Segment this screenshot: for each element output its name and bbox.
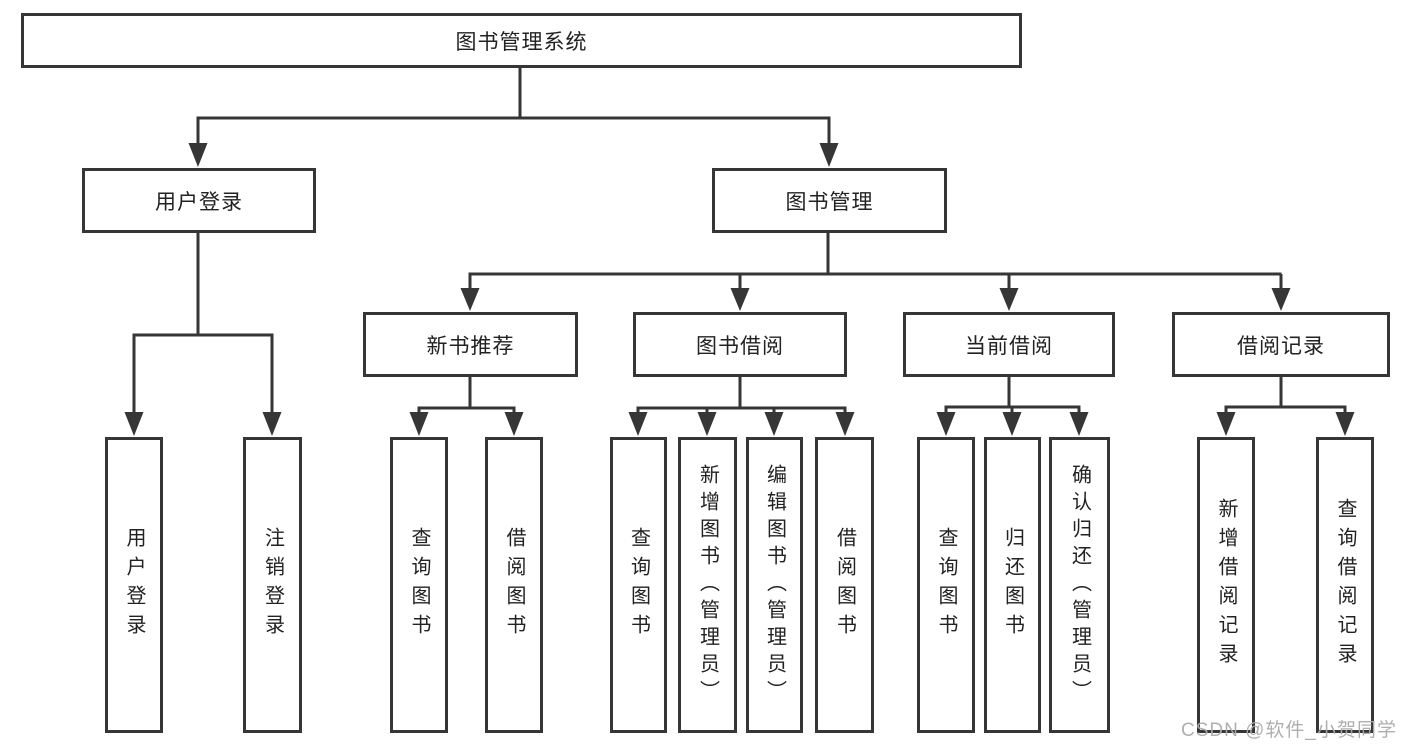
node-borrow-record-label: 借阅记录 [1237,334,1325,358]
arrowhead [504,412,524,436]
leaf-record-add-label: 新增借阅记录 [1215,498,1237,672]
arrowhead [1271,288,1291,311]
arrowhead [262,412,282,436]
arrowhead [697,412,717,436]
leaf-user-login-label: 用户登录 [123,527,145,643]
arrowhead [835,412,855,436]
arrowhead [764,412,784,436]
leaf-confirm-return-admin-label: 确认归还（管理员） [1068,463,1091,707]
node-current-borrow-label: 当前借阅 [965,334,1053,358]
arrowhead [1069,412,1089,436]
node-book-mgmt-label: 图书管理 [785,190,874,214]
arrowhead [936,412,956,436]
node-new-book-label: 新书推荐 [426,334,515,358]
arrowhead [1335,412,1355,436]
leaf-record-query-label: 查询借阅记录 [1334,498,1356,672]
leaf-borrow-edit-admin: 编辑图书（管理员） [746,437,803,733]
node-root-label: 图书管理系统 [455,30,588,54]
leaf-borrow-query: 查询图书 [610,437,667,733]
leaf-logout: 注销登录 [243,437,302,733]
leaf-return-book-label: 归还图书 [1001,527,1024,643]
leaf-borrow-add-admin-label: 新增图书（管理员） [696,463,719,707]
leaf-return-book: 归还图书 [984,437,1041,733]
node-new-book: 新书推荐 [363,312,578,377]
leaf-borrow-edit-admin-label: 编辑图书（管理员） [763,463,786,707]
node-root: 图书管理系统 [21,13,1022,68]
leaf-current-query-label: 查询图书 [935,527,957,643]
node-current-borrow: 当前借阅 [903,312,1115,377]
leaf-newbook-borrow-label: 借阅图书 [503,527,525,643]
leaf-borrow-book-label: 借阅图书 [833,527,856,643]
leaf-user-login: 用户登录 [105,437,163,733]
arrowhead [999,288,1019,311]
arrowhead [628,412,648,436]
arrowhead [1002,412,1022,436]
leaf-current-query: 查询图书 [917,437,975,733]
leaf-newbook-borrow: 借阅图书 [485,437,543,733]
leaf-newbook-query-label: 查询图书 [408,527,430,643]
node-user-login: 用户登录 [82,168,316,233]
arrowhead [188,143,208,167]
leaf-newbook-query: 查询图书 [390,437,448,733]
arrowhead [1216,412,1236,436]
leaf-record-query: 查询借阅记录 [1316,437,1374,733]
arrowhead [124,412,144,436]
leaf-borrow-book: 借阅图书 [815,437,874,733]
leaf-borrow-query-label: 查询图书 [627,527,650,643]
arrowhead [409,412,429,436]
node-book-borrow-label: 图书借阅 [696,334,784,358]
node-book-mgmt: 图书管理 [712,168,947,233]
arrowhead [460,288,480,311]
node-book-borrow: 图书借阅 [633,312,847,377]
node-borrow-record: 借阅记录 [1172,312,1390,377]
csdn-watermark: CSDN @软件_小贺同学 [1181,720,1397,741]
leaf-confirm-return-admin: 确认归还（管理员） [1049,437,1110,733]
node-user-login-label: 用户登录 [155,190,243,214]
leaf-logout-label: 注销登录 [261,527,284,643]
arrowhead [819,143,839,167]
leaf-borrow-add-admin: 新增图书（管理员） [678,437,737,733]
arrowhead [730,288,750,311]
leaf-record-add: 新增借阅记录 [1197,437,1255,733]
